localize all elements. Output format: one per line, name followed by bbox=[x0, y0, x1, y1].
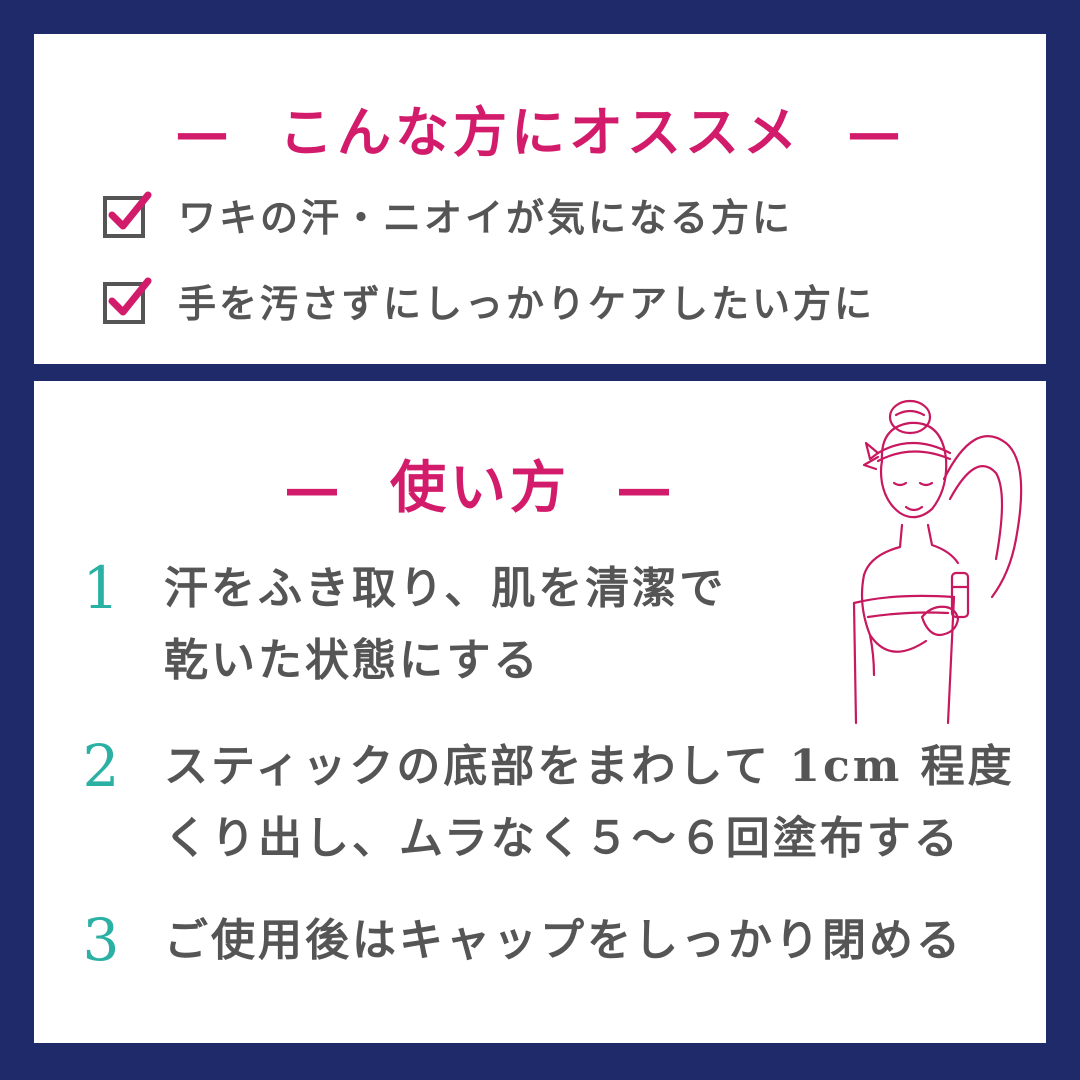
step-text-line: くり出し、ムラなく５～６回塗布する bbox=[164, 813, 961, 864]
step-number: 2 bbox=[82, 732, 120, 800]
step-text-line: 乾いた状態にする bbox=[164, 635, 541, 686]
heading-dash-left: — bbox=[175, 100, 233, 164]
usage-step: 1 汗をふき取り、肌を清潔で 乾いた状態にする bbox=[68, 553, 726, 697]
recommend-item: 手を汚さずにしっかりケアしたい方に bbox=[102, 270, 875, 330]
usage-step: 3 ご使用後はキャップをしっかり閉める bbox=[68, 905, 963, 977]
checkbox-checked-icon bbox=[102, 275, 152, 325]
step-text-line: スティックの底部をまわして 1cm 程度 bbox=[164, 741, 1015, 792]
heading-dash-left: — bbox=[284, 455, 344, 521]
usage-step: 2 スティックの底部をまわして 1cm 程度 くり出し、ムラなく５～６回塗布する bbox=[68, 731, 1015, 875]
heading-dash-right: — bbox=[616, 455, 676, 521]
recommend-title: こんな方にオススメ bbox=[279, 100, 801, 164]
recommend-panel: — こんな方にオススメ — ワキの汗・ニオイが気になる方に 手を汚さずにしっかりケア… bbox=[34, 34, 1046, 364]
step-text-line: ご使用後はキャップをしっかり閉める bbox=[164, 915, 963, 966]
step-text-line: 汗をふき取り、肌を清潔で bbox=[164, 563, 727, 614]
woman-applying-deodorant-illustration bbox=[852, 399, 1023, 725]
recommend-item: ワキの汗・ニオイが気になる方に bbox=[102, 184, 793, 244]
usage-panel: —使い方— 1 汗をふ bbox=[34, 381, 1046, 1043]
step-number: 1 bbox=[82, 554, 120, 622]
step-number: 3 bbox=[82, 906, 120, 974]
recommend-heading: — こんな方にオススメ — bbox=[34, 88, 1046, 167]
recommend-item-text: 手を汚さずにしっかりケアしたい方に bbox=[178, 280, 876, 326]
heading-dash-right: — bbox=[847, 100, 905, 164]
usage-title: 使い方 bbox=[390, 455, 570, 521]
recommend-item-text: ワキの汗・ニオイが気になる方に bbox=[178, 194, 794, 240]
checkbox-checked-icon bbox=[102, 189, 152, 239]
usage-heading: — 使い方 — bbox=[0, 443, 1046, 524]
